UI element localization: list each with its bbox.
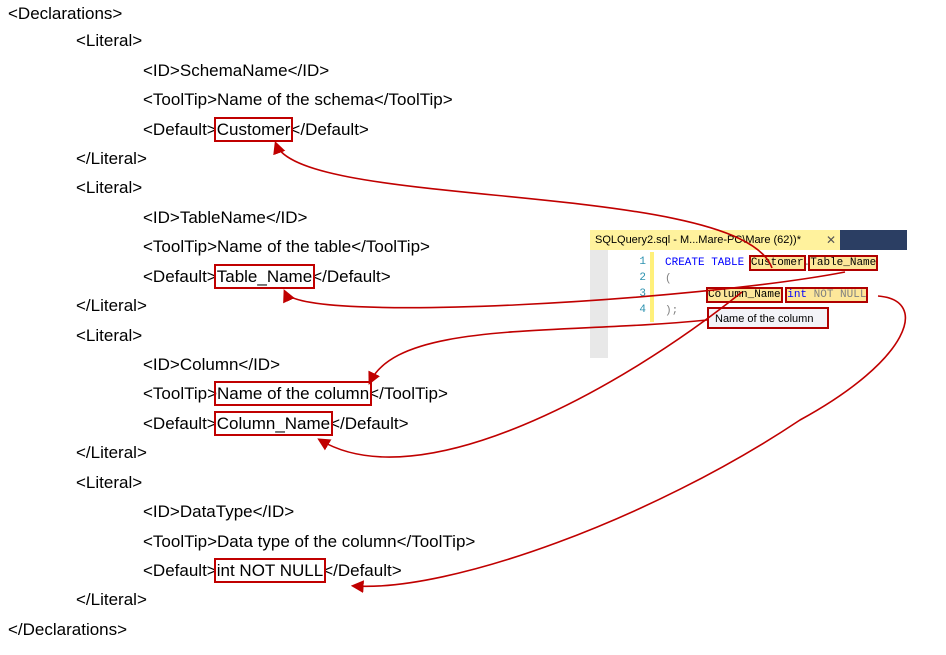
change-marker: [650, 252, 654, 322]
literal-open: <Literal>: [76, 473, 143, 492]
line-number: 4: [639, 304, 646, 316]
table-placeholder: Table_Name: [808, 255, 879, 271]
literal-close: </Literal>: [76, 296, 147, 315]
code-line-2[interactable]: (: [665, 273, 672, 285]
code-line-4[interactable]: );: [665, 305, 679, 317]
schema-default-value: Customer: [213, 117, 294, 142]
literal-close: </Literal>: [76, 590, 147, 609]
table-default-value: Table_Name: [213, 264, 316, 289]
literal-open: <Literal>: [76, 178, 143, 197]
column-placeholder: Column_Name: [706, 287, 783, 303]
datatype-placeholder: int NOT NULL: [785, 287, 869, 303]
default-line: <Default>int NOT NULL</Default>: [143, 558, 402, 583]
line-number: 2: [639, 272, 646, 284]
literal-open: <Literal>: [76, 326, 143, 345]
declarations-close: </Declarations>: [8, 620, 128, 639]
schema-placeholder: Customer: [748, 255, 806, 271]
line-number: 1: [639, 256, 646, 268]
declarations-open: <Declarations>: [8, 4, 123, 23]
editor-tab[interactable]: SQLQuery2.sql - M...Mare-PC\Mare (62))*✕: [590, 230, 840, 250]
editor-gutter: [590, 250, 608, 358]
column-default-value: Column_Name: [213, 411, 334, 436]
id-line: <ID>Column</ID>: [143, 355, 281, 374]
default-line: <Default>Table_Name</Default>: [143, 264, 391, 289]
tab-bar: SQLQuery2.sql - M...Mare-PC\Mare (62))*✕: [590, 230, 907, 250]
code-line-1[interactable]: CREATE TABLE Customer.Table_Name: [665, 255, 879, 271]
code-line-3[interactable]: Column_Name int NOT NULL: [706, 287, 869, 303]
close-icon[interactable]: ✕: [825, 233, 836, 247]
placeholder-tooltip: Name of the column: [707, 307, 829, 329]
default-line: <Default>Column_Name</Default>: [143, 411, 409, 436]
tooltip-line: <ToolTip>Name of the schema</ToolTip>: [143, 90, 453, 109]
id-line: <ID>SchemaName</ID>: [143, 61, 330, 80]
line-number: 3: [639, 288, 646, 300]
sql-editor-inset: SQLQuery2.sql - M...Mare-PC\Mare (62))*✕…: [590, 230, 907, 358]
tooltip-line: <ToolTip>Name of the table</ToolTip>: [143, 237, 430, 256]
default-line: <Default>Customer</Default>: [143, 117, 369, 142]
datatype-default-value: int NOT NULL: [213, 558, 327, 583]
literal-close: </Literal>: [76, 149, 147, 168]
literal-close: </Literal>: [76, 443, 147, 462]
id-line: <ID>DataType</ID>: [143, 502, 295, 521]
tooltip-line: <ToolTip>Data type of the column</ToolTi…: [143, 532, 476, 551]
column-tooltip-value: Name of the column: [214, 381, 373, 406]
literal-open: <Literal>: [76, 31, 143, 50]
tooltip-line: <ToolTip>Name of the column</ToolTip>: [143, 381, 448, 406]
id-line: <ID>TableName</ID>: [143, 208, 308, 227]
